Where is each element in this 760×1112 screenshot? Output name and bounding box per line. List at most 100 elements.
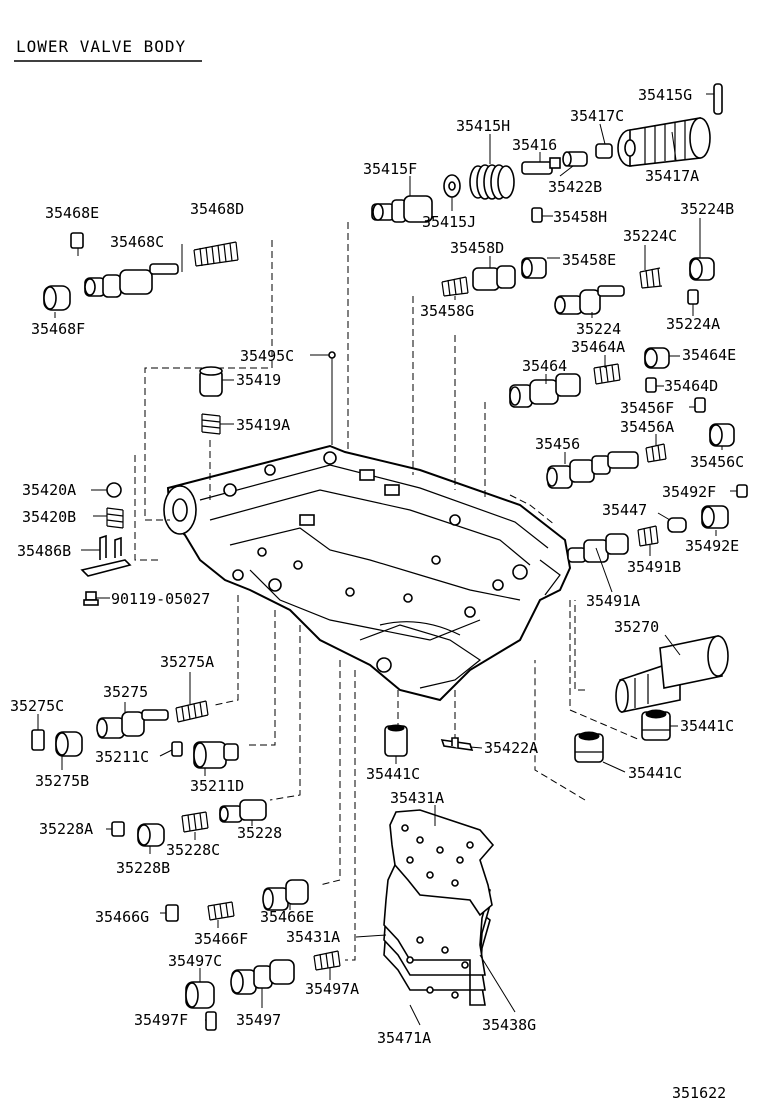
part-35492E-plug [701, 505, 729, 529]
label-35438G: 35438G [482, 1016, 536, 1034]
part-35497F-pin [205, 1011, 217, 1031]
part-35464-valve [509, 373, 581, 408]
label-35441C-left: 35441C [366, 765, 420, 783]
part-35224C-spring [639, 267, 663, 289]
part-35275-valve [96, 709, 169, 739]
label-35441C-right: 35441C [680, 717, 734, 735]
part-35417A-sleeve [617, 117, 711, 167]
part-35456F-pin [694, 397, 706, 413]
part-35468F-plug [43, 285, 71, 311]
part-35228A-pin [111, 821, 125, 837]
label-35228B: 35228B [116, 859, 170, 877]
label-35456F: 35456F [620, 399, 674, 417]
part-35468C-valve [84, 263, 179, 298]
separator-plate-stack [383, 809, 495, 1006]
label-35466F: 35466F [194, 930, 248, 948]
label-35468E: 35468E [45, 204, 99, 222]
part-35441C-damper-left [384, 724, 408, 757]
part-35415H-spring [469, 164, 515, 200]
part-35464A-spring [593, 363, 621, 385]
label-35466G: 35466G [95, 908, 149, 926]
label-35497A: 35497A [305, 980, 359, 998]
label-35211C: 35211C [95, 748, 149, 766]
part-35415F-valve [371, 195, 433, 223]
label-35420B: 35420B [22, 508, 76, 526]
part-35492F-pin [736, 484, 748, 498]
part-35275B-plug [55, 731, 83, 757]
part-35497C-plug [185, 981, 215, 1009]
part-35419-plug [199, 366, 223, 397]
label-35419: 35419 [236, 371, 281, 389]
part-35468E-pin [70, 232, 84, 249]
part-35419A-spring [201, 413, 221, 435]
label-35224B: 35224B [680, 200, 734, 218]
label-35224: 35224 [576, 320, 621, 338]
part-35458D-valve [472, 265, 516, 291]
part-35441C-damper-center [574, 731, 604, 763]
label-35211D: 35211D [190, 777, 244, 795]
part-35486B-bracket [80, 534, 132, 577]
part-35224B-plug [689, 257, 715, 281]
assembly-lines [134, 222, 641, 961]
part-35422B-plug [562, 151, 588, 167]
label-35431A-top: 35431A [390, 789, 444, 807]
figure-number: 351622 [672, 1084, 726, 1102]
label-35420A: 35420A [22, 481, 76, 499]
label-35497F: 35497F [134, 1011, 188, 1029]
part-35458H-pin [531, 207, 543, 223]
label-35224A: 35224A [666, 315, 720, 333]
label-35491A: 35491A [586, 592, 640, 610]
part-35464E-plug [644, 347, 670, 369]
label-35447: 35447 [602, 501, 647, 519]
part-35415J-washer [443, 174, 461, 198]
label-35228C: 35228C [166, 841, 220, 859]
label-35491B: 35491B [627, 558, 681, 576]
label-35275: 35275 [103, 683, 148, 701]
label-90119-05027: 90119-05027 [111, 590, 210, 608]
label-35417A: 35417A [645, 167, 699, 185]
label-35464E: 35464E [682, 346, 736, 364]
label-35415J: 35415J [422, 213, 476, 231]
label-35456A: 35456A [620, 418, 674, 436]
part-35456-valve [546, 451, 639, 489]
part-35468D-spring [193, 241, 239, 267]
part-35420A-ball [106, 482, 122, 498]
label-35441C-center: 35441C [628, 764, 682, 782]
part-35447-plug [667, 517, 687, 533]
label-35468F: 35468F [31, 320, 85, 338]
label-35464A: 35464A [571, 338, 625, 356]
label-35456C: 35456C [690, 453, 744, 471]
label-35497C: 35497C [168, 952, 222, 970]
part-35211D-plug [193, 741, 239, 769]
label-35275C: 35275C [10, 697, 64, 715]
part-35270-solenoid [615, 635, 729, 713]
label-35495C: 35495C [240, 347, 294, 365]
part-35466G-pin [165, 904, 179, 922]
label-35422B: 35422B [548, 178, 602, 196]
label-35458E: 35458E [562, 251, 616, 269]
label-35270: 35270 [614, 618, 659, 636]
part-35224-valve [554, 285, 625, 315]
part-35422A-clip [440, 737, 474, 751]
label-35431A-middle: 35431A [286, 928, 340, 946]
label-35275B: 35275B [35, 772, 89, 790]
part-35497A-spring [313, 950, 341, 971]
label-35415G: 35415G [638, 86, 692, 104]
label-35419A: 35419A [236, 416, 290, 434]
part-35417C-plug [595, 143, 613, 159]
label-35275A: 35275A [160, 653, 214, 671]
label-35464: 35464 [522, 357, 567, 375]
part-35458G-spring [441, 276, 469, 297]
label-35415F: 35415F [363, 160, 417, 178]
label-35228A: 35228A [39, 820, 93, 838]
label-35456: 35456 [535, 435, 580, 453]
label-35471A: 35471A [377, 1029, 431, 1047]
label-35492E: 35492E [685, 537, 739, 555]
label-35468D: 35468D [190, 200, 244, 218]
valve-body-casting [163, 444, 572, 702]
part-35497-valve [230, 959, 295, 995]
label-35468C: 35468C [110, 233, 164, 251]
label-35458G: 35458G [420, 302, 474, 320]
part-35491B-spring [637, 525, 659, 547]
